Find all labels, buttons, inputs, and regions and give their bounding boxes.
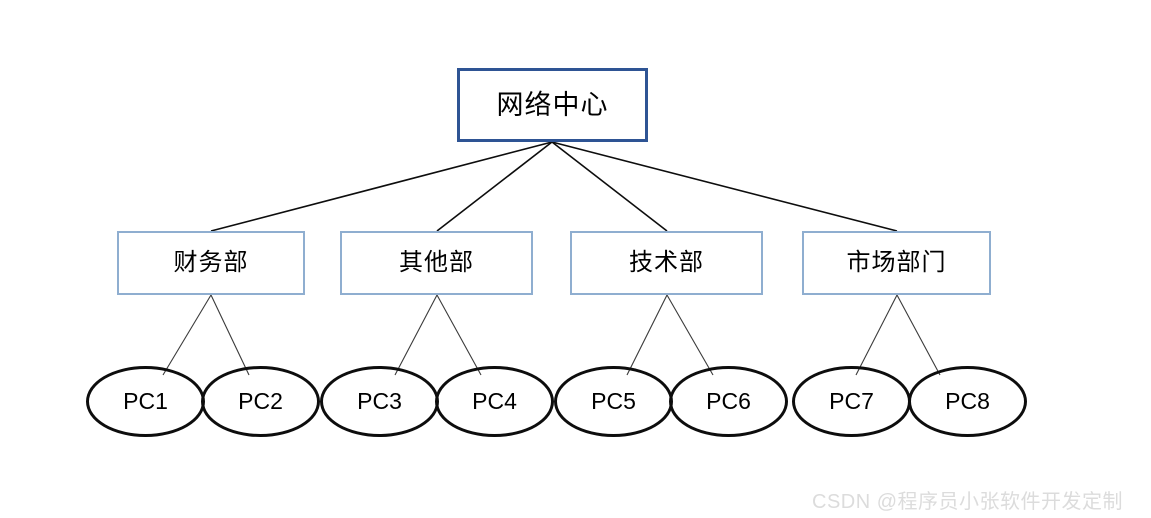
computer-node-pc-7-label: PC7	[829, 388, 874, 414]
connector-dept-other-to-pc-4	[436, 294, 482, 376]
connector-dept-marketing-to-pc-8	[896, 294, 941, 376]
connector-root-to-dept-other	[436, 141, 553, 232]
computer-node-pc-5-label: PC5	[591, 388, 636, 414]
department-node-dept-tech[interactable]: 技术部	[570, 231, 763, 295]
computer-node-pc-7[interactable]: PC7	[792, 366, 911, 437]
connector-root-to-dept-tech	[551, 141, 668, 232]
computer-node-pc-2[interactable]: PC2	[201, 366, 320, 437]
department-node-dept-other[interactable]: 其他部	[340, 231, 533, 295]
connector-dept-other-to-pc-3	[394, 294, 438, 376]
computer-node-pc-6-label: PC6	[706, 388, 751, 414]
computer-node-pc-1[interactable]: PC1	[86, 366, 205, 437]
computer-node-pc-4[interactable]: PC4	[435, 366, 554, 437]
computer-node-pc-8-label: PC8	[945, 388, 990, 414]
department-node-dept-marketing[interactable]: 市场部门	[802, 231, 991, 295]
connector-dept-finance-to-pc-2	[210, 294, 250, 376]
computer-node-pc-2-label: PC2	[238, 388, 283, 414]
root-node-network-center[interactable]: 网络中心	[457, 68, 648, 142]
department-node-dept-other-label: 其他部	[399, 249, 474, 276]
computer-node-pc-6[interactable]: PC6	[669, 366, 788, 437]
computer-node-pc-8[interactable]: PC8	[908, 366, 1027, 437]
connector-dept-tech-to-pc-5	[626, 294, 668, 376]
connector-root-to-dept-finance	[210, 141, 553, 232]
root-node-network-center-label: 网络中心	[496, 89, 609, 120]
department-node-dept-marketing-label: 市场部门	[846, 249, 947, 276]
department-node-dept-finance-label: 财务部	[173, 249, 249, 276]
department-node-dept-finance[interactable]: 财务部	[117, 231, 305, 295]
department-node-dept-tech-label: 技术部	[629, 249, 704, 276]
connector-dept-tech-to-pc-6	[666, 294, 714, 376]
computer-node-pc-3[interactable]: PC3	[320, 366, 439, 437]
computer-node-pc-4-label: PC4	[472, 388, 517, 414]
connector-dept-marketing-to-pc-7	[855, 294, 898, 376]
computer-node-pc-3-label: PC3	[357, 388, 402, 414]
computer-node-pc-5[interactable]: PC5	[554, 366, 673, 437]
connector-root-to-dept-marketing	[551, 141, 898, 232]
connector-dept-finance-to-pc-1	[162, 294, 212, 376]
computer-node-pc-1-label: PC1	[123, 388, 168, 414]
watermark-text: CSDN @程序员小张软件开发定制	[812, 491, 1124, 513]
